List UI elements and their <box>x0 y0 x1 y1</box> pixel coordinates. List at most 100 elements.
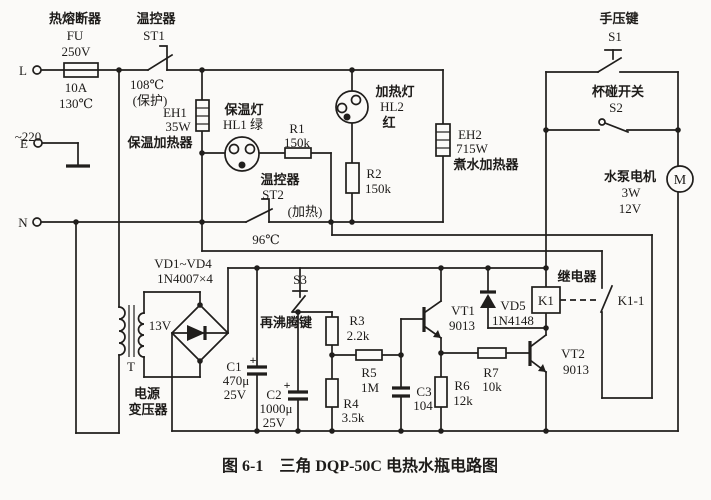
wiring <box>40 69 679 434</box>
label-eh1-name: 保温加热器 <box>126 135 193 150</box>
label-fuse-name: 热熔断器 <box>49 11 102 26</box>
label-hl2-name: 加热灯 <box>374 84 414 99</box>
resistor-r5-symbol <box>355 349 383 361</box>
push-button-s1-symbol <box>596 49 623 74</box>
label-vd5-type: 1N4148 <box>492 313 534 328</box>
label-st1-name: 温控器 <box>136 11 176 26</box>
label-transformer-name-1: 电源 <box>134 386 160 401</box>
label-hl1-ref: HL1 绿 <box>223 117 263 132</box>
label-c1-voltage: 25V <box>224 387 247 402</box>
label-r3-ref: R3 <box>349 313 364 328</box>
label-r6-ref: R6 <box>454 378 470 393</box>
label-st1-ref: ST1 <box>143 28 165 43</box>
label-hl1-name: 保温灯 <box>223 102 263 117</box>
label-vd1-4-type: 1N4007×4 <box>157 271 213 286</box>
label-eh2-ref: EH2 <box>458 127 482 142</box>
resistor-r3-symbol <box>325 316 339 346</box>
label-vd5-ref: VD5 <box>500 298 525 313</box>
relay-contact-k1-1-symbol <box>599 284 614 314</box>
label-motor-ref: M <box>674 173 687 188</box>
label-c2-ref: C2 <box>266 387 281 402</box>
label-vt1-type: 9013 <box>449 318 475 333</box>
terminal-e <box>33 138 43 148</box>
label-c2-value: 1000μ <box>260 401 293 416</box>
relay-k1-symbol <box>531 286 596 314</box>
label-r2-value: 150k <box>365 181 392 196</box>
label-vd1-4-ref: VD1~VD4 <box>154 256 212 271</box>
label-k1-ref: K1 <box>538 293 554 308</box>
resistor-r7-symbol <box>477 347 507 359</box>
thermostat-st2-symbol <box>244 198 274 224</box>
labels-layer: 热熔断器FU250V10A130℃L~220EN温控器ST1108℃(保护)EH… <box>15 11 687 475</box>
label-vt2-ref: VT2 <box>561 346 585 361</box>
label-fuse-voltage: 250V <box>62 44 92 59</box>
label-motor-voltage: 12V <box>619 201 642 216</box>
heater-eh1-symbol <box>195 99 210 132</box>
cup-switch-s2-symbol <box>598 118 630 134</box>
lamp-hl2-symbol <box>335 90 369 124</box>
label-r5-ref: R5 <box>361 365 376 380</box>
label-c2-voltage: 25V <box>263 415 286 430</box>
lamp-hl1-symbol <box>224 136 260 172</box>
label-st1-note: (保护) <box>133 93 168 108</box>
label-transformer-ref: T <box>127 359 135 374</box>
figure-caption: 图 6-1 三角 DQP-50C 电热水瓶电路图 <box>222 456 498 475</box>
resistor-r1-symbol <box>284 147 312 159</box>
capacitor-c1-symbol <box>247 365 267 376</box>
label-st2-name: 温控器 <box>260 172 300 187</box>
motor-m-symbol <box>666 165 694 193</box>
label-hl2-ref: HL2 <box>380 99 404 114</box>
transformer-symbol <box>118 305 145 358</box>
reboil-button-s3-symbol <box>290 290 308 314</box>
label-r7-ref: R7 <box>483 365 499 380</box>
label-vt1-ref: VT1 <box>451 303 475 318</box>
label-secondary-voltage: 13V <box>149 318 172 333</box>
label-r4-value: 3.5k <box>342 410 365 425</box>
label-st2-note: (加热) <box>288 204 323 219</box>
label-r3-value: 2.2k <box>347 328 370 343</box>
resistor-r2-symbol <box>345 162 360 194</box>
label-motor-name: 水泵电机 <box>604 169 656 184</box>
label-fuse-temp: 130℃ <box>59 96 93 111</box>
label-c3-ref: C3 <box>416 384 431 399</box>
label-c1-plus: + <box>250 353 257 367</box>
label-s1-name: 手压键 <box>599 11 638 26</box>
label-s3-name: 再沸腾键 <box>260 315 312 330</box>
label-hl2-color: 红 <box>382 115 395 130</box>
capacitor-c2-symbol <box>288 390 308 401</box>
label-r1-ref: R1 <box>289 121 304 136</box>
label-terminal-n: N <box>18 215 28 230</box>
label-eh1-ref: EH1 <box>163 105 187 120</box>
junction-dots <box>73 67 681 434</box>
label-terminal-e: E <box>20 136 28 151</box>
label-terminal-l: L <box>19 63 27 78</box>
terminal-l <box>32 65 42 75</box>
label-eh2-power: 715W <box>456 141 489 156</box>
label-relay-name: 继电器 <box>557 269 597 284</box>
thermostat-st1-symbol <box>146 45 174 72</box>
label-r5-value: 1M <box>361 380 380 395</box>
label-k1-1-ref: K1-1 <box>618 293 645 308</box>
label-motor-power: 3W <box>622 185 642 200</box>
label-st2-ref: ST2 <box>262 187 284 202</box>
fuse-fu-symbol <box>63 62 99 78</box>
label-r2-ref: R2 <box>366 166 381 181</box>
label-r6-value: 12k <box>453 393 473 408</box>
resistor-r6-symbol <box>434 376 448 408</box>
diode-vd5-symbol <box>480 290 496 308</box>
label-st1-temp: 108℃ <box>130 77 164 92</box>
label-eh1-power: 35W <box>165 119 191 134</box>
bridge-rectifier-symbol <box>170 303 230 363</box>
label-mains-voltage: ~220 <box>15 129 42 144</box>
label-s2-ref: S2 <box>609 100 623 115</box>
label-c2-plus: + <box>284 378 291 392</box>
label-fuse-current: 10A <box>65 80 88 95</box>
label-c3-value: 104 <box>413 398 433 413</box>
transistor-vt2-symbol <box>528 341 546 372</box>
label-r7-value: 10k <box>482 379 502 394</box>
label-s1-ref: S1 <box>608 29 622 44</box>
label-c1-value: 470μ <box>223 373 250 388</box>
label-r1-value: 150k <box>284 135 311 150</box>
